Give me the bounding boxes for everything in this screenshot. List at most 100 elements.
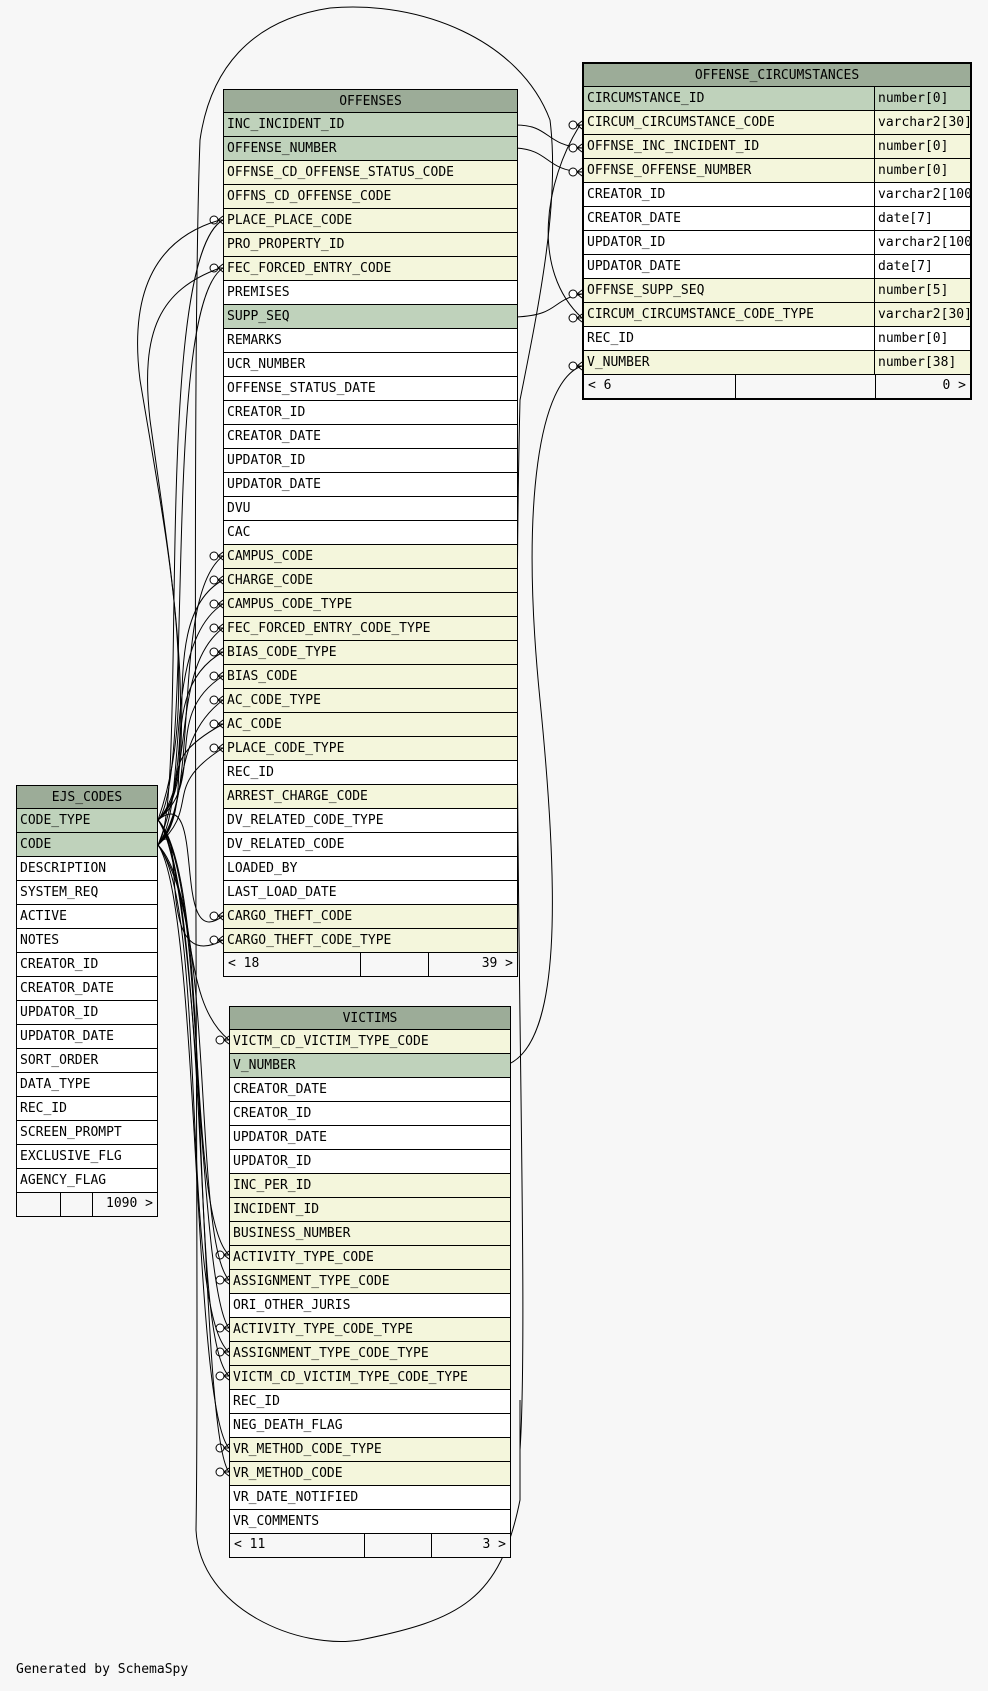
ejs-codes-column-row[interactable]: CODE_TYPE	[17, 809, 157, 833]
victims-column-row[interactable]: INCIDENT_ID	[230, 1198, 510, 1222]
offenses-column-row[interactable]: PREMISES	[224, 281, 517, 305]
offenses-parents-count[interactable]: < 18	[224, 953, 361, 976]
victims-column-row[interactable]: CREATOR_DATE	[230, 1078, 510, 1102]
ejs-codes-column-row[interactable]: AGENCY_FLAG	[17, 1169, 157, 1193]
victims-column-row[interactable]: VR_METHOD_CODE_TYPE	[230, 1438, 510, 1462]
offenses-column-row[interactable]: CAC	[224, 521, 517, 545]
victims-column-row[interactable]: CREATOR_ID	[230, 1102, 510, 1126]
victims-column-row[interactable]: V_NUMBER	[230, 1054, 510, 1078]
ejs-codes-column-row[interactable]: REC_ID	[17, 1097, 157, 1121]
offenses-column-row[interactable]: AC_CODE	[224, 713, 517, 737]
offenses-column-row[interactable]: INC_INCIDENT_ID	[224, 113, 517, 137]
offenses-column-row[interactable]: LOADED_BY	[224, 857, 517, 881]
victims-table-title[interactable]: VICTIMS	[230, 1007, 510, 1030]
victims-column-row[interactable]: ACTIVITY_TYPE_CODE	[230, 1246, 510, 1270]
victims-column-row[interactable]: REC_ID	[230, 1390, 510, 1414]
offenses-column-row[interactable]: OFFENSE_NUMBER	[224, 137, 517, 161]
victims-children-count[interactable]: 3 >	[482, 1537, 506, 1552]
ejs-codes-column-row[interactable]: UPDATOR_ID	[17, 1001, 157, 1025]
offenses-column-row[interactable]: REC_ID	[224, 761, 517, 785]
ejs-codes-children-count[interactable]: 1090 >	[106, 1196, 153, 1211]
offenses-column-row[interactable]: CAMPUS_CODE	[224, 545, 517, 569]
offenses-children-count[interactable]: 39 >	[481, 956, 513, 971]
offenses-column-row[interactable]: SUPP_SEQ	[224, 305, 517, 329]
victims-column-row[interactable]: ASSIGNMENT_TYPE_CODE	[230, 1270, 510, 1294]
offenses-column-row[interactable]: DV_RELATED_CODE_TYPE	[224, 809, 517, 833]
offenses-column-row[interactable]: OFFNSE_CD_OFFENSE_STATUS_CODE	[224, 161, 517, 185]
ejs-codes-column-row[interactable]: ACTIVE	[17, 905, 157, 929]
offenses-column-row[interactable]: CREATOR_DATE	[224, 425, 517, 449]
victims-column-row[interactable]: ACTIVITY_TYPE_CODE_TYPE	[230, 1318, 510, 1342]
offenses-column-row[interactable]: OFFENSE_STATUS_DATE	[224, 377, 517, 401]
offenses-column-row[interactable]: PLACE_PLACE_CODE	[224, 209, 517, 233]
victims-column-row[interactable]: INC_PER_ID	[230, 1174, 510, 1198]
victims-column-row[interactable]: VR_COMMENTS	[230, 1510, 510, 1534]
offense-circumstances-children-count[interactable]: 0 >	[942, 378, 966, 393]
ejs-codes-column-row[interactable]: CODE	[17, 833, 157, 857]
ejs-codes-column-row[interactable]: UPDATOR_DATE	[17, 1025, 157, 1049]
ejs-codes-column-row[interactable]: DESCRIPTION	[17, 857, 157, 881]
offenses-column-row[interactable]: CREATOR_ID	[224, 401, 517, 425]
offenses-column-row[interactable]: ARREST_CHARGE_CODE	[224, 785, 517, 809]
offenses-column-row[interactable]: OFFNS_CD_OFFENSE_CODE	[224, 185, 517, 209]
ejs-codes-column-row[interactable]: EXCLUSIVE_FLG	[17, 1145, 157, 1169]
victims-column-row[interactable]: UPDATOR_ID	[230, 1150, 510, 1174]
victims-column-row[interactable]: VICTM_CD_VICTIM_TYPE_CODE	[230, 1030, 510, 1054]
offenses-column-row[interactable]: AC_CODE_TYPE	[224, 689, 517, 713]
victims-column-row[interactable]: ORI_OTHER_JURIS	[230, 1294, 510, 1318]
victims-column-row[interactable]: NEG_DEATH_FLAG	[230, 1414, 510, 1438]
victims-column-row[interactable]: UPDATOR_DATE	[230, 1126, 510, 1150]
victims-column-row[interactable]: BUSINESS_NUMBER	[230, 1222, 510, 1246]
offenses-column-row[interactable]: UCR_NUMBER	[224, 353, 517, 377]
offenses-column-row[interactable]: PRO_PROPERTY_ID	[224, 233, 517, 257]
victims-column-row[interactable]: VR_METHOD_CODE	[230, 1462, 510, 1486]
victims-column-row[interactable]: VICTM_CD_VICTIM_TYPE_CODE_TYPE	[230, 1366, 510, 1390]
column-name: CIRCUMSTANCE_ID	[587, 91, 705, 106]
ejs-codes-table-title[interactable]: EJS_CODES	[17, 786, 157, 809]
offenses-column-row[interactable]: CARGO_THEFT_CODE_TYPE	[224, 929, 517, 953]
ejs-codes-column-row[interactable]: DATA_TYPE	[17, 1073, 157, 1097]
offenses-column-row[interactable]: DVU	[224, 497, 517, 521]
offenses-column-row[interactable]: UPDATOR_ID	[224, 449, 517, 473]
ejs-codes-column-row[interactable]: SCREEN_PROMPT	[17, 1121, 157, 1145]
ejs-codes-column-row[interactable]: SYSTEM_REQ	[17, 881, 157, 905]
offenses-column-row[interactable]: CARGO_THEFT_CODE	[224, 905, 517, 929]
offenses-column-row[interactable]: PLACE_CODE_TYPE	[224, 737, 517, 761]
offenses-column-row[interactable]: FEC_FORCED_ENTRY_CODE_TYPE	[224, 617, 517, 641]
offenses-column-row[interactable]: BIAS_CODE_TYPE	[224, 641, 517, 665]
offenses-column-row[interactable]: FEC_FORCED_ENTRY_CODE	[224, 257, 517, 281]
offense-circumstances-parents-count[interactable]: < 6	[584, 375, 736, 398]
victims-column-row[interactable]: VR_DATE_NOTIFIED	[230, 1486, 510, 1510]
offenses-column-row[interactable]: CAMPUS_CODE_TYPE	[224, 593, 517, 617]
ejs-codes-column-row[interactable]: CREATOR_ID	[17, 953, 157, 977]
offenses-column-row[interactable]: REMARKS	[224, 329, 517, 353]
offenses-column-row[interactable]: BIAS_CODE	[224, 665, 517, 689]
victims-parents-count[interactable]: < 11	[230, 1534, 365, 1557]
ejs-codes-column-row[interactable]: SORT_ORDER	[17, 1049, 157, 1073]
offenses-column-row[interactable]: LAST_LOAD_DATE	[224, 881, 517, 905]
ejs-codes-column-row[interactable]: NOTES	[17, 929, 157, 953]
ejs-codes-column-row[interactable]: CREATOR_DATE	[17, 977, 157, 1001]
offenses-column-row[interactable]: CHARGE_CODE	[224, 569, 517, 593]
offenses-column-row[interactable]: DV_RELATED_CODE	[224, 833, 517, 857]
offenses-table-title[interactable]: OFFENSES	[224, 90, 517, 113]
victims-column-row[interactable]: ASSIGNMENT_TYPE_CODE_TYPE	[230, 1342, 510, 1366]
offenses-column-row[interactable]: UPDATOR_DATE	[224, 473, 517, 497]
offense-circumstances-table-title[interactable]: OFFENSE_CIRCUMSTANCES	[584, 64, 970, 87]
